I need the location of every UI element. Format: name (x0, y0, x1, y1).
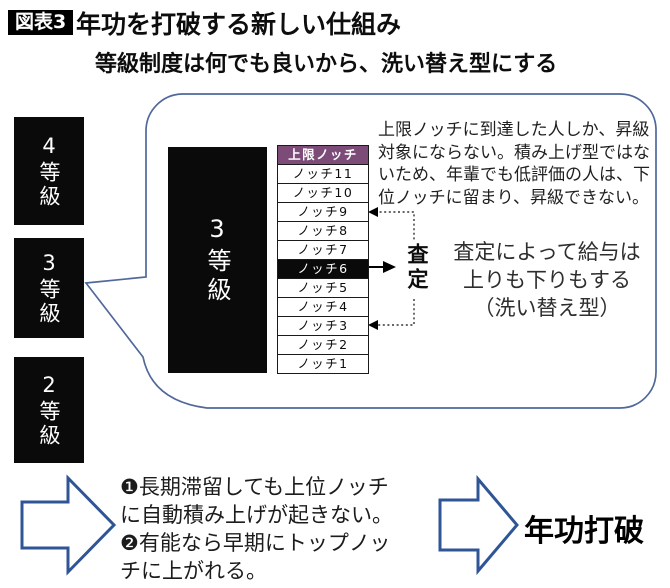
takeaway-points: ❶長期滞留しても上位ノッチ に自動積み上げが起きない。 ❷有能なら早期にトップノ… (120, 473, 393, 585)
assessment-note-line: （洗い替え型） (473, 296, 621, 320)
notch-row-9: ノッチ9 (277, 202, 369, 222)
takeaway-line: に自動積み上げが起きない。 (120, 503, 393, 527)
conclusion-text: 年功打破 (524, 514, 644, 549)
takeaway-line: ❷有能なら早期にトップノッ (120, 531, 391, 555)
assessment-note: 査定によって給与は 上りも下りもする （洗い替え型） (438, 238, 656, 322)
bubble-grade-box: 3等級 (168, 147, 267, 373)
bubble-notes-line: 位ノッチに留まり、昇級できない。 (378, 187, 649, 208)
bubble-notes-line: 上限ノッチに到達した人しか、昇級 (378, 120, 650, 140)
notch-table: 上限ノッチ ノッチ11 ノッチ10 ノッチ9 ノッチ8 ノッチ7 ノッチ6 ノッ… (277, 145, 369, 374)
takeaway-line: チに上がれる。 (120, 559, 267, 583)
notch-table-header: 上限ノッチ (277, 145, 369, 165)
dotted-arrow-up-head (368, 207, 378, 217)
takeaway-line: ❶長期滞留しても上位ノッチ (120, 475, 389, 499)
assessment-note-line: 上りも下りもする (463, 268, 631, 292)
bubble-notes-line: いため、年輩でも低評価の人は、下 (378, 165, 650, 185)
notch-row-6-highlighted: ノッチ6 (277, 259, 369, 279)
block-arrow-right (438, 474, 519, 576)
grade-box-3: 3等級 (14, 238, 84, 338)
figure-tag: 図表3 (8, 10, 74, 35)
assessment-note-line: 査定によって給与は (453, 240, 641, 264)
dotted-arrow-down (375, 299, 415, 326)
notch-row-8: ノッチ8 (277, 221, 369, 241)
notch-row-10: ノッチ10 (277, 183, 369, 203)
bubble-notes: 上限ノッチに到達した人しか、昇級 対象にならない。積み上げ型ではな いため、年輩… (378, 119, 650, 209)
notch-row-4: ノッチ4 (277, 297, 369, 317)
grade-box-2: 2等級 (14, 357, 84, 463)
notch-row-11: ノッチ11 (277, 164, 369, 184)
block-arrow-left (20, 474, 117, 576)
notch-row-5: ノッチ5 (277, 278, 369, 298)
notch-row-7: ノッチ7 (277, 240, 369, 260)
notch-row-1: ノッチ1 (277, 354, 369, 374)
assessment-label: 査定 (405, 243, 429, 293)
notch-row-2: ノッチ2 (277, 335, 369, 355)
figure-subtitle: 等級制度は何でも良いから、洗い替え型にする (95, 52, 558, 77)
figure-title: 年功を打破する新しい仕組み (76, 10, 402, 39)
dotted-arrow-down-head (368, 320, 378, 330)
assessment-arrow-head (383, 261, 396, 273)
bubble-notes-line: 対象にならない。積み上げ型ではな (378, 142, 650, 163)
notch-row-3: ノッチ3 (277, 316, 369, 336)
grade-box-4: 4等級 (14, 117, 84, 225)
